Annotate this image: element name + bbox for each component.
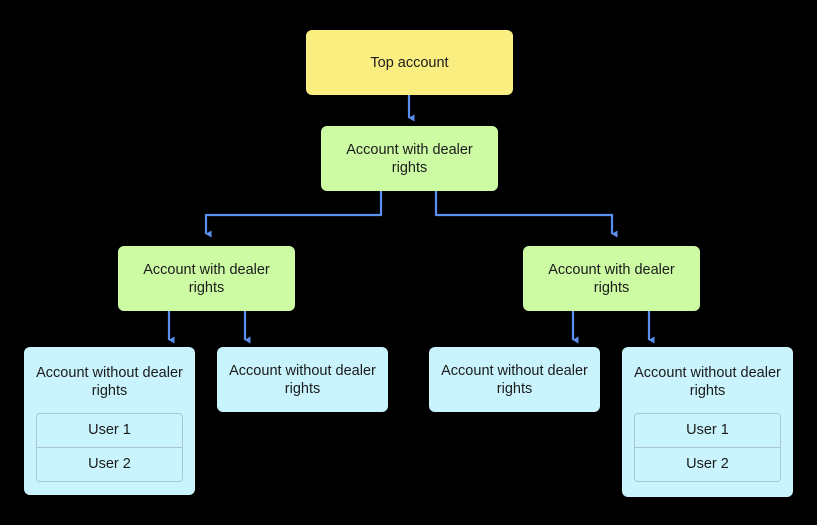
node-leaf-account-3[interactable]: Account without dealer rights bbox=[429, 347, 600, 412]
node-leaf-account-4-label: Account without dealer rights bbox=[634, 365, 781, 399]
node-top-account-label: Top account bbox=[370, 54, 449, 71]
connector-dealer-mid-to-dealer-right bbox=[434, 190, 618, 238]
list-item[interactable]: User 1 bbox=[635, 414, 780, 447]
connector-dealer-mid-to-dealer-left bbox=[204, 190, 383, 238]
user-list-1: User 1 User 2 bbox=[36, 413, 183, 482]
node-dealer-right-label: Account with dealer rights bbox=[548, 261, 675, 296]
list-item[interactable]: User 2 bbox=[37, 447, 182, 481]
node-leaf-account-2-label: Account without dealer rights bbox=[229, 362, 376, 397]
user-list-2: User 1 User 2 bbox=[634, 413, 781, 482]
node-dealer-left[interactable]: Account with dealer rights bbox=[118, 246, 295, 311]
node-dealer-right[interactable]: Account with dealer rights bbox=[523, 246, 700, 311]
node-leaf-account-2[interactable]: Account without dealer rights bbox=[217, 347, 388, 412]
node-dealer-middle-label: Account with dealer rights bbox=[346, 141, 473, 176]
node-leaf-account-1[interactable]: Account without dealer rights User 1 Use… bbox=[24, 347, 195, 495]
node-dealer-middle[interactable]: Account with dealer rights bbox=[321, 126, 498, 191]
list-item[interactable]: User 1 bbox=[37, 414, 182, 447]
node-dealer-left-label: Account with dealer rights bbox=[143, 261, 270, 296]
node-leaf-account-4[interactable]: Account without dealer rights User 1 Use… bbox=[622, 347, 793, 497]
list-item[interactable]: User 2 bbox=[635, 447, 780, 481]
node-leaf-account-1-label: Account without dealer rights bbox=[36, 365, 183, 399]
node-top-account[interactable]: Top account bbox=[306, 30, 513, 95]
node-leaf-account-3-label: Account without dealer rights bbox=[441, 362, 588, 397]
